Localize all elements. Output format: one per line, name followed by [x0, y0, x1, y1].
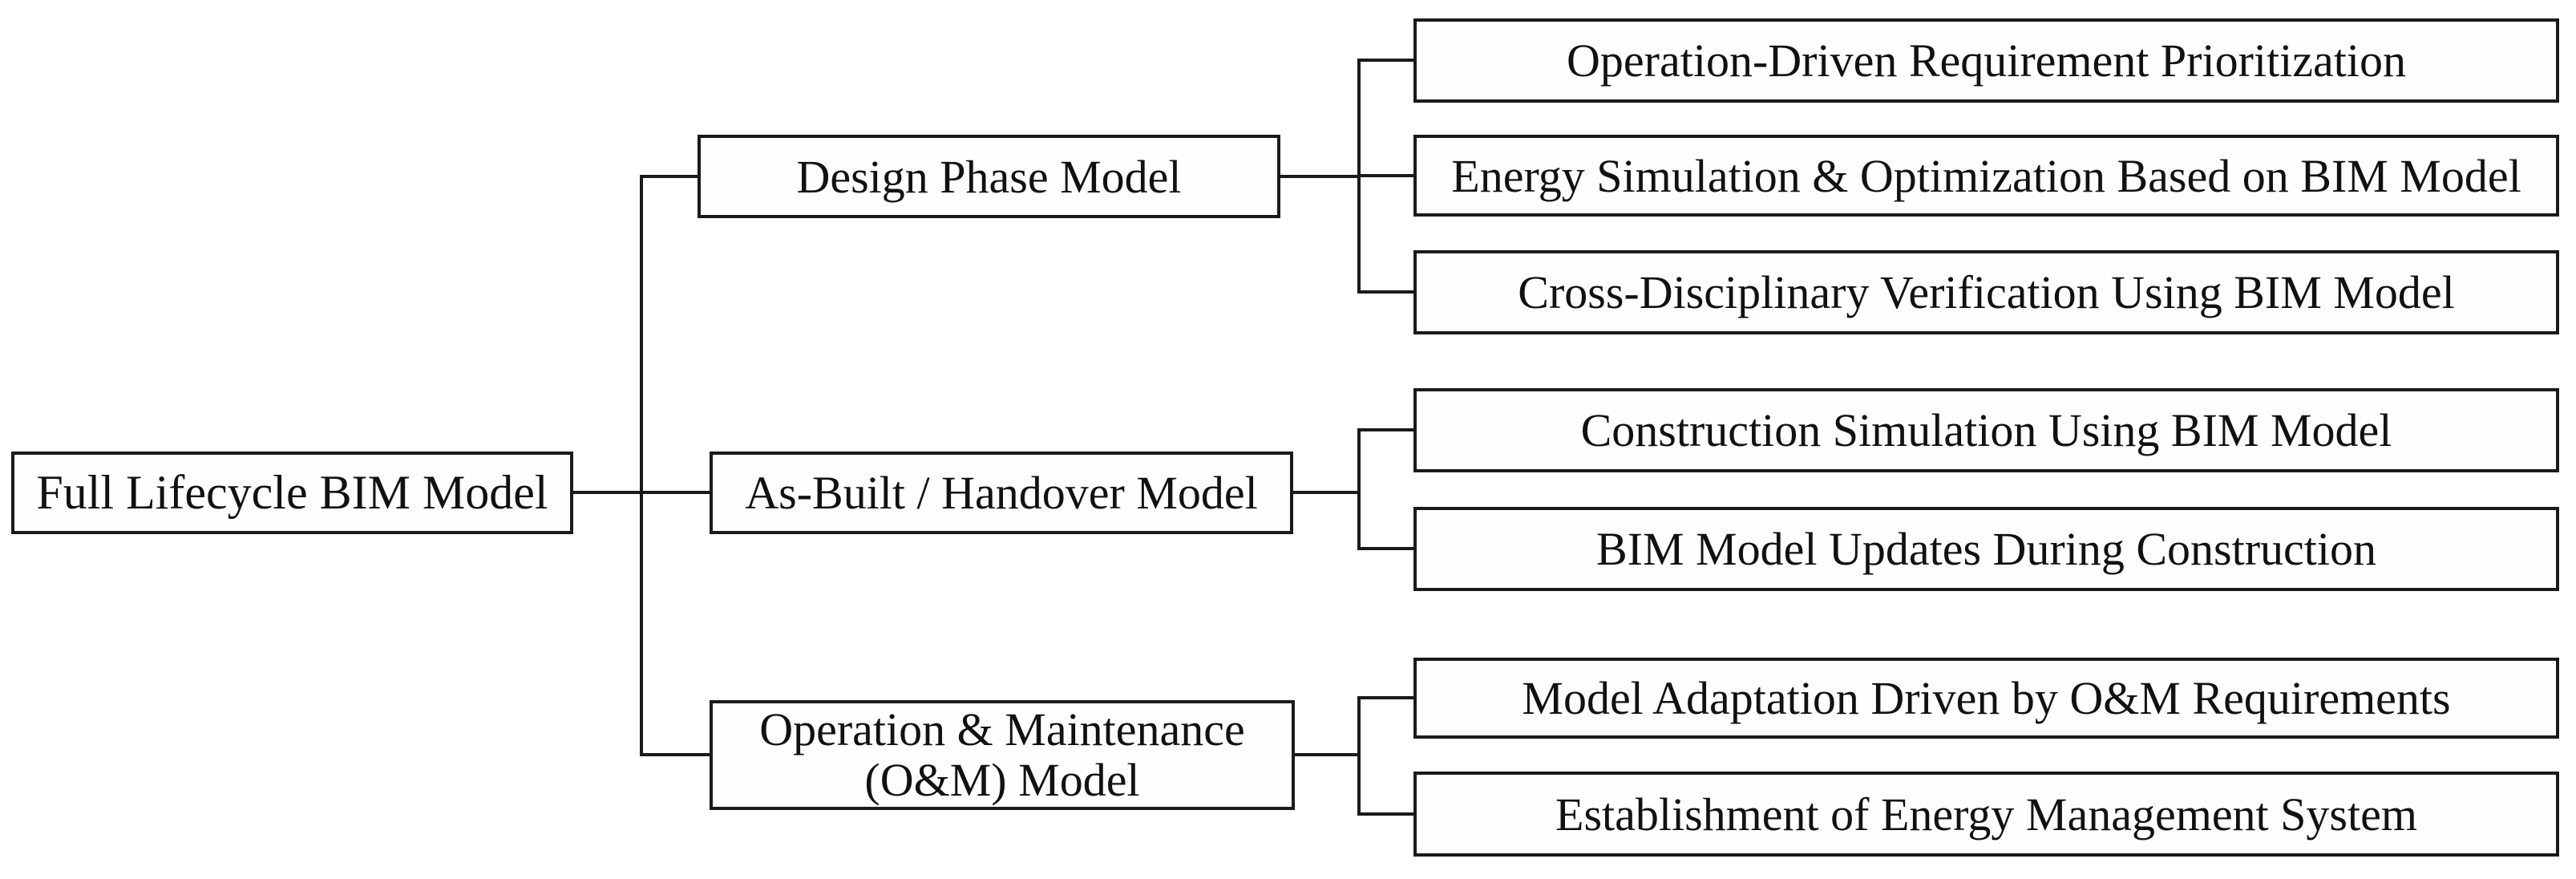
leaf-label: Construction Simulation Using BIM Model [1580, 404, 2392, 456]
node-label: As-Built / Handover Model [745, 467, 1258, 519]
node-root-full-lifecycle-bim-model: Full Lifecycle BIM Model [11, 452, 573, 534]
leaf-label: Energy Simulation & Optimization Based o… [1451, 149, 2521, 202]
leaf-construction-simulation: Construction Simulation Using BIM Model [1413, 388, 2559, 472]
leaf-model-adaptation-om-requirements: Model Adaptation Driven by O&M Requireme… [1413, 658, 2559, 739]
leaf-label: BIM Model Updates During Construction [1595, 523, 2377, 575]
leaf-establishment-energy-management-system: Establishment of Energy Management Syste… [1413, 772, 2559, 857]
leaf-bim-model-updates: BIM Model Updates During Construction [1413, 507, 2559, 591]
leaf-operation-driven-requirement-prioritization: Operation-Driven Requirement Prioritizat… [1413, 18, 2559, 103]
leaf-energy-simulation-optimization: Energy Simulation & Optimization Based o… [1413, 135, 2559, 217]
leaf-label: Model Adaptation Driven by O&M Requireme… [1522, 672, 2451, 724]
node-label: Full Lifecycle BIM Model [36, 466, 548, 519]
node-operation-maintenance-model: Operation & Maintenance (O&M) Model [710, 700, 1295, 810]
node-label: Design Phase Model [796, 150, 1182, 203]
leaf-label: Establishment of Energy Management Syste… [1555, 788, 2417, 841]
leaf-label: Operation-Driven Requirement Prioritizat… [1567, 34, 2406, 87]
leaf-cross-disciplinary-verification: Cross-Disciplinary Verification Using BI… [1413, 250, 2559, 334]
node-design-phase-model: Design Phase Model [698, 135, 1280, 218]
leaf-label: Cross-Disciplinary Verification Using BI… [1518, 266, 2455, 318]
node-label: Operation & Maintenance (O&M) Model [759, 703, 1245, 806]
node-as-built-handover-model: As-Built / Handover Model [710, 452, 1293, 534]
